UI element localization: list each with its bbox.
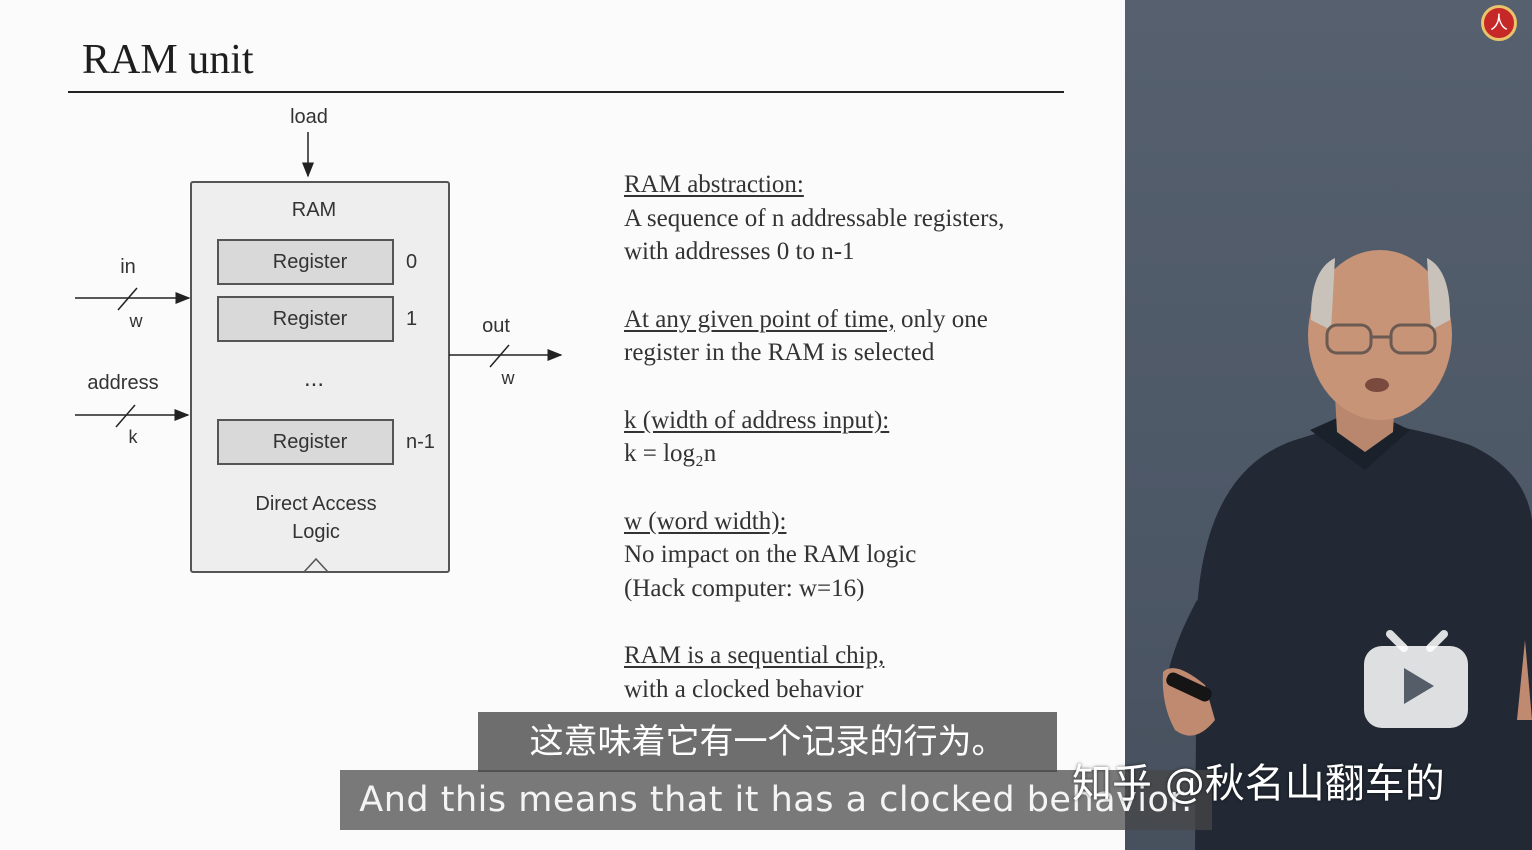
note-ram-abstraction: RAM abstraction: A sequence of n address… (624, 168, 1064, 269)
logic-label-line1: Direct Access (255, 493, 376, 515)
title-divider (68, 91, 1064, 93)
note-line: No impact on the RAM logic (624, 541, 917, 568)
ram-diagram: load RAM Register 0 Register 1 ... Regis… (75, 106, 563, 573)
note-line: k = log₂n (624, 440, 717, 467)
in-bus-slash (117, 287, 138, 311)
note-heading-row: At any given point of time, only one (624, 303, 1064, 337)
note-address-width: k (width of address input): k = log₂n (624, 404, 1064, 471)
slide-title: RAM unit (82, 37, 254, 83)
note-line: with a clocked behavior (624, 675, 864, 703)
out-label: out (482, 315, 510, 337)
note-heading: RAM abstraction: (624, 171, 804, 198)
in-width: w (129, 311, 144, 331)
clock-symbol (303, 557, 329, 573)
note-word-width: w (word width): No impact on the RAM log… (624, 505, 1064, 606)
chip-label: RAM (292, 199, 336, 221)
bilibili-play-icon[interactable] (1362, 626, 1472, 736)
register-1-index: 1 (406, 308, 417, 330)
address-width: k (129, 427, 139, 447)
note-line: A sequence of n addressable registers, (624, 204, 1005, 232)
speaker-video-panel (1125, 0, 1532, 850)
register-0 (217, 239, 394, 285)
note-line: register in the RAM is selected (624, 339, 935, 366)
register-ellipsis: ... (304, 365, 324, 392)
slide-notes: RAM abstraction: A sequence of n address… (624, 168, 1064, 740)
address-bus-slash (115, 404, 136, 428)
note-sequential: RAM is a sequential chip, with a clocked… (624, 639, 1064, 706)
register-0-index: 0 (406, 251, 417, 273)
address-label: address (87, 372, 158, 394)
register-n-1 (217, 419, 394, 465)
subtitle-english: And this means that it has a clocked beh… (340, 770, 1212, 830)
register-n-1-label: Register (273, 431, 348, 453)
channel-logo-icon: 人 (1481, 5, 1517, 41)
register-1-label: Register (273, 308, 348, 330)
load-label: load (290, 106, 328, 128)
note-heading-tail: only one (894, 305, 988, 333)
in-label: in (120, 256, 136, 278)
note-heading: RAM is a sequential chip, (624, 642, 885, 669)
note-line: with addresses 0 to n-1 (624, 238, 855, 265)
register-1 (217, 296, 394, 342)
note-heading: k (width of address input): (624, 406, 890, 434)
subtitle-chinese: 这意味着它有一个记录的行为。 (478, 712, 1057, 772)
out-width: w (501, 368, 516, 388)
register-n-1-index: n-1 (406, 431, 435, 453)
out-bus-slash (489, 344, 510, 368)
note-heading: At any given point of time, (624, 305, 895, 333)
register-0-label: Register (273, 251, 348, 273)
speaker-figure (1162, 250, 1532, 850)
logic-label-line2: Logic (292, 521, 340, 543)
zhihu-watermark: 知乎 @秋名山翻车的 (1072, 761, 1445, 807)
note-line: (Hack computer: w=16) (624, 574, 865, 602)
note-heading: w (word width): (624, 507, 787, 535)
note-selection: At any given point of time, only one reg… (624, 303, 1064, 370)
lecture-slide: RAM unit load RAM Register 0 Register 1 … (68, 37, 1064, 740)
